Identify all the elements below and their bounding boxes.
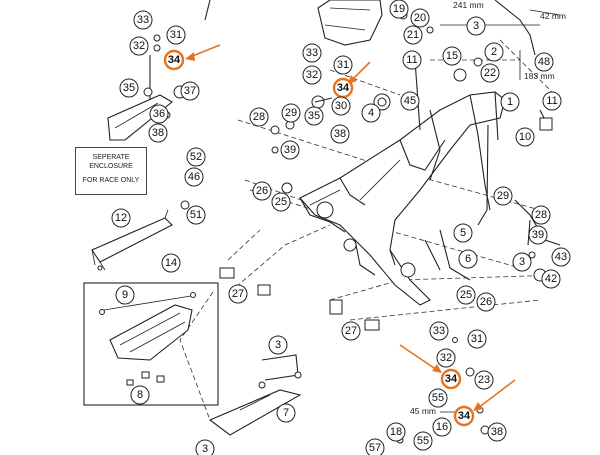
callout-12: 12 bbox=[115, 212, 127, 224]
callout-52: 52 bbox=[190, 151, 202, 163]
callout-14: 14 bbox=[165, 257, 177, 269]
callout-57: 57 bbox=[369, 442, 381, 454]
callout-43: 43 bbox=[555, 251, 567, 263]
callout-26b: 26 bbox=[480, 296, 492, 308]
part-callouts: 33 31 32 34 35 37 36 38 52 46 51 12 14 9… bbox=[111, 0, 571, 455]
callout-5: 5 bbox=[460, 227, 466, 239]
callout-31b: 31 bbox=[337, 59, 349, 71]
callout-26: 26 bbox=[256, 185, 268, 197]
callout-34b-highlighted: 34 bbox=[337, 82, 350, 94]
enclosure-line-3: FOR RACE ONLY bbox=[82, 177, 140, 184]
callout-23: 23 bbox=[478, 374, 490, 386]
callout-28b: 28 bbox=[535, 209, 547, 221]
callout-33c: 33 bbox=[433, 325, 445, 337]
callout-3: 3 bbox=[473, 20, 479, 32]
callout-27: 27 bbox=[232, 288, 244, 300]
callout-3b: 3 bbox=[519, 256, 525, 268]
main-frame bbox=[299, 91, 506, 306]
enclosure-line-1: SEPERATE bbox=[92, 154, 130, 161]
callout-20: 20 bbox=[414, 12, 426, 24]
callout-32: 32 bbox=[133, 40, 145, 52]
callout-33b: 33 bbox=[306, 47, 318, 59]
callout-16: 16 bbox=[436, 421, 448, 433]
separate-enclosure-label: SEPERATE ENCLOSURE FOR RACE ONLY bbox=[75, 147, 147, 195]
callout-38c: 38 bbox=[491, 426, 503, 438]
callout-37: 37 bbox=[184, 85, 196, 97]
callout-1: 1 bbox=[507, 96, 513, 108]
callout-6: 6 bbox=[465, 253, 471, 265]
callout-11: 11 bbox=[406, 54, 417, 66]
highlight-arrows bbox=[185, 44, 516, 411]
callout-34d-highlighted: 34 bbox=[458, 410, 471, 422]
callout-21: 21 bbox=[407, 29, 419, 41]
callout-8: 8 bbox=[137, 389, 143, 401]
callout-19: 19 bbox=[393, 3, 405, 15]
callout-22: 22 bbox=[484, 67, 496, 79]
callout-11b: 11 bbox=[546, 95, 557, 107]
callout-3c: 3 bbox=[275, 339, 281, 351]
callout-32c: 32 bbox=[440, 352, 452, 364]
callout-29b: 29 bbox=[497, 190, 509, 202]
callout-38: 38 bbox=[152, 127, 164, 139]
callout-39: 39 bbox=[284, 144, 296, 156]
callout-48: 48 bbox=[538, 56, 550, 68]
callout-31: 31 bbox=[170, 29, 182, 41]
callout-38b: 38 bbox=[334, 128, 346, 140]
callout-39b: 39 bbox=[532, 229, 544, 241]
dim-42: 42 mm bbox=[540, 11, 566, 21]
callout-27b: 27 bbox=[345, 325, 357, 337]
bracket-12 bbox=[91, 209, 173, 271]
lower-bracket bbox=[208, 354, 302, 436]
callout-28: 28 bbox=[253, 111, 265, 123]
callout-9: 9 bbox=[122, 289, 128, 301]
callout-2: 2 bbox=[491, 46, 497, 58]
part-14-box bbox=[83, 282, 219, 406]
callout-51: 51 bbox=[190, 209, 202, 221]
fuel-tank bbox=[317, 0, 383, 46]
callout-29: 29 bbox=[285, 107, 297, 119]
dim-183: 183 mm bbox=[524, 71, 555, 81]
callout-33: 33 bbox=[137, 14, 149, 26]
callout-46: 46 bbox=[188, 171, 200, 183]
callout-35b: 35 bbox=[308, 110, 320, 122]
dimension-labels: 241 mm 42 mm 183 mm 45 mm bbox=[410, 0, 566, 416]
callout-45: 45 bbox=[404, 95, 416, 107]
callout-55: 55 bbox=[432, 392, 444, 404]
callout-34c-highlighted: 34 bbox=[445, 373, 458, 385]
callout-42: 42 bbox=[545, 273, 557, 285]
callout-55b: 55 bbox=[417, 435, 429, 447]
callout-7: 7 bbox=[283, 407, 289, 419]
callout-4: 4 bbox=[368, 107, 374, 119]
callout-36: 36 bbox=[153, 108, 165, 120]
callout-35: 35 bbox=[123, 82, 135, 94]
callout-34-highlighted: 34 bbox=[168, 54, 181, 66]
enclosure-line-2: ENCLOSURE bbox=[89, 163, 133, 170]
callout-3d: 3 bbox=[202, 443, 208, 455]
callout-30: 30 bbox=[335, 100, 347, 112]
callout-25: 25 bbox=[275, 196, 287, 208]
callout-32b: 32 bbox=[306, 69, 318, 81]
callout-10: 10 bbox=[519, 131, 531, 143]
callout-31c: 31 bbox=[471, 333, 483, 345]
callout-25b: 25 bbox=[460, 289, 472, 301]
callout-15: 15 bbox=[446, 50, 458, 62]
dim-241: 241 mm bbox=[453, 0, 484, 10]
dim-45: 45 mm bbox=[410, 406, 436, 416]
callout-18: 18 bbox=[390, 426, 402, 438]
